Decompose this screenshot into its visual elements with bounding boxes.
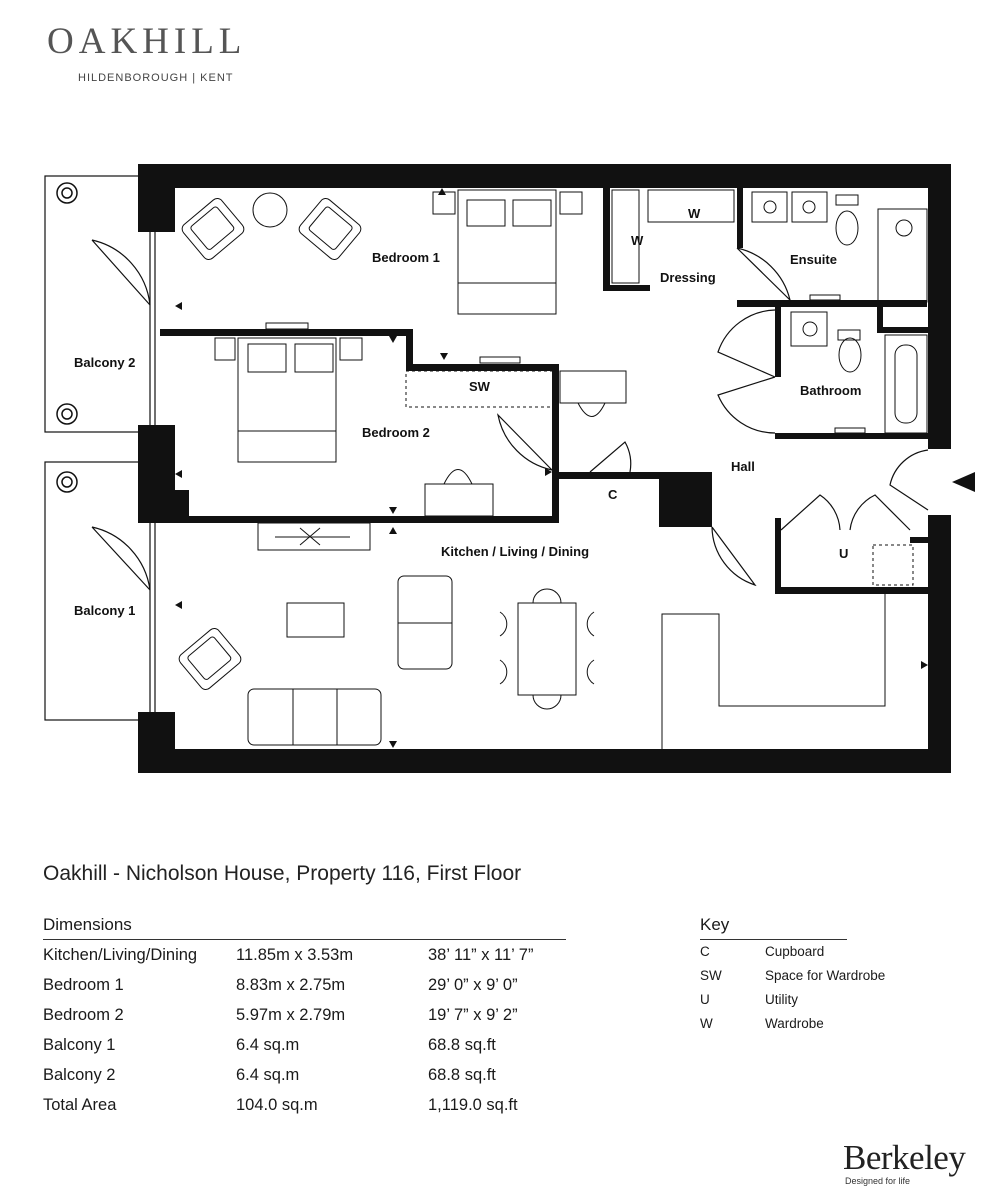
- double-bed: [237, 337, 337, 463]
- key-item: U Utility: [700, 988, 847, 1012]
- dimension-imperial: 68.8 sq.ft: [428, 1066, 496, 1084]
- desk: [424, 483, 494, 517]
- dimension-room: Balcony 1: [43, 1036, 116, 1054]
- label-space-for-wardrobe: SW: [469, 379, 491, 394]
- key-item: SW Space for Wardrobe: [700, 964, 885, 988]
- dimension-metric: 5.97m x 2.79m: [236, 1006, 346, 1024]
- key-label: Wardrobe: [765, 1016, 824, 1031]
- dining-table: [517, 602, 577, 696]
- brand-location: HILDENBOROUGH | KENT: [78, 72, 234, 84]
- dimension-row: Total Area 104.0 sq.m 1,119.0 sq.ft: [43, 1090, 566, 1120]
- window-marker-icon: [175, 188, 928, 748]
- room-label-hall: Hall: [731, 459, 755, 474]
- dimension-row: Balcony 1 6.4 sq.m 68.8 sq.ft: [43, 1030, 566, 1060]
- key-label: Cupboard: [765, 944, 825, 959]
- dimension-metric: 6.4 sq.m: [236, 1036, 300, 1054]
- dimensions-table: Dimensions Kitchen/Living/Dining 11.85m x…: [43, 915, 566, 1120]
- dimension-room: Total Area: [43, 1096, 117, 1114]
- dimension-imperial: 29’ 0” x 9’ 0”: [428, 976, 518, 994]
- property-title: Oakhill - Nicholson House, Property 116,…: [43, 862, 522, 885]
- furniture: [178, 189, 928, 749]
- room-label-ensuite: Ensuite: [790, 252, 837, 267]
- round-table: [252, 192, 288, 228]
- room-label-bedroom-1: Bedroom 1: [372, 250, 440, 265]
- outer-walls: [138, 164, 951, 773]
- key-item: C Cupboard: [700, 940, 847, 964]
- dimension-room: Balcony 2: [43, 1066, 116, 1084]
- room-label-balcony-1: Balcony 1: [74, 603, 135, 618]
- key-label: Space for Wardrobe: [765, 968, 886, 983]
- coffee-table: [286, 602, 345, 638]
- key-item: W Wardrobe: [700, 1012, 847, 1036]
- label-utility: U: [839, 546, 848, 561]
- label-wardrobe: W: [688, 206, 701, 221]
- developer-logo: Berkeley Designed for life: [843, 1138, 966, 1187]
- room-label-balcony-2: Balcony 2: [74, 355, 135, 370]
- key-code: SW: [700, 968, 722, 983]
- developer-name: Berkeley: [843, 1138, 966, 1177]
- doors: [91, 239, 929, 591]
- key-legend: Key C Cupboard SW Space for Wardrobe U Util…: [700, 915, 885, 1036]
- dimension-imperial: 19’ 7” x 9’ 2”: [428, 1006, 518, 1024]
- key-code: U: [700, 992, 710, 1007]
- dimension-metric: 6.4 sq.m: [236, 1066, 300, 1084]
- dimension-imperial: 68.8 sq.ft: [428, 1036, 496, 1054]
- space-for-wardrobe: [405, 370, 554, 408]
- key-code: W: [700, 1016, 713, 1031]
- balcony-1-area: [44, 461, 156, 721]
- dimension-metric: 11.85m x 3.53m: [236, 946, 354, 964]
- dimension-row: Kitchen/Living/Dining 11.85m x 3.53m 38’ 1…: [43, 940, 566, 970]
- dimension-metric: 104.0 sq.m: [236, 1096, 318, 1114]
- key-heading: Key: [700, 915, 847, 940]
- dimension-room: Bedroom 1: [43, 976, 124, 994]
- interior-walls: [160, 188, 930, 594]
- floor-plan: Bedroom 1 Bedroom 2 Dressing Ensuite Bat…: [44, 164, 975, 773]
- room-label-bedroom-2: Bedroom 2: [362, 425, 430, 440]
- room-label-bathroom: Bathroom: [800, 383, 861, 398]
- dimension-imperial: 38’ 11” x 11’ 7”: [428, 946, 534, 964]
- kitchen-units: [661, 590, 886, 749]
- entrance-arrow-icon: [952, 472, 975, 492]
- dimension-imperial: 1,119.0 sq.ft: [428, 1096, 518, 1114]
- brand-name: OAKHILL: [47, 21, 247, 62]
- double-bed: [457, 189, 557, 315]
- label-wardrobe: W: [631, 233, 644, 248]
- label-cupboard: C: [608, 487, 618, 502]
- developer-tagline: Designed for life: [845, 1176, 911, 1186]
- plant-icon: [56, 182, 78, 493]
- dimension-room: Bedroom 2: [43, 1006, 124, 1024]
- dimension-row: Bedroom 2 5.97m x 2.79m 19’ 7” x 9’ 2”: [43, 1000, 566, 1030]
- key-label: Utility: [765, 992, 798, 1007]
- dimension-row: Bedroom 1 8.83m x 2.75m 29’ 0” x 9’ 0”: [43, 970, 566, 1000]
- brand-header: OAKHILL HILDENBOROUGH | KENT: [47, 21, 247, 85]
- balcony-2-area: [44, 175, 156, 433]
- sofa: [247, 688, 382, 746]
- room-label-dressing: Dressing: [660, 270, 716, 285]
- dimensions-heading: Dimensions: [43, 915, 566, 940]
- room-label-kitchen: Kitchen / Living / Dining: [441, 544, 589, 559]
- dimension-metric: 8.83m x 2.75m: [236, 976, 346, 994]
- dimension-room: Kitchen/Living/Dining: [43, 946, 198, 964]
- key-code: C: [700, 944, 710, 959]
- dimension-row: Balcony 2 6.4 sq.m 68.8 sq.ft: [43, 1060, 566, 1090]
